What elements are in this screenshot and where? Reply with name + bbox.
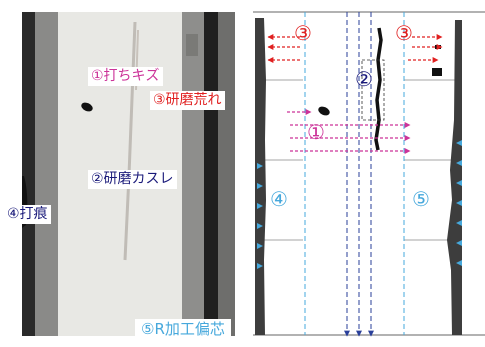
marker-3-left: ③ — [294, 21, 312, 45]
grind-rough-arrows — [267, 34, 443, 63]
marker-5: ⑤ — [412, 187, 430, 211]
grind-blur-label: ②研磨カスレ — [88, 170, 177, 189]
marker-1: ① — [307, 120, 325, 144]
left-rail — [255, 18, 266, 335]
dent-label: ④打痕 — [4, 205, 51, 224]
grind-streak — [374, 27, 383, 151]
chip-arrows — [287, 109, 411, 154]
grind-blur-box — [361, 59, 385, 121]
right-rail — [447, 20, 462, 335]
marker-4: ④ — [270, 187, 288, 211]
marker-2: ② — [355, 67, 373, 91]
chip-label: ①打ちキズ — [88, 67, 163, 86]
grind-rough-label: ③研磨荒れ — [150, 91, 225, 110]
r-offset-markers — [456, 140, 462, 266]
chip-defect-photo — [81, 102, 93, 112]
marker-3-right: ③ — [395, 21, 413, 45]
schematic-panel — [253, 11, 485, 337]
chip-defect-schematic — [318, 106, 330, 116]
r-offset-label: ⑤R加工偏芯 — [135, 319, 231, 339]
dent-markers — [257, 163, 263, 269]
